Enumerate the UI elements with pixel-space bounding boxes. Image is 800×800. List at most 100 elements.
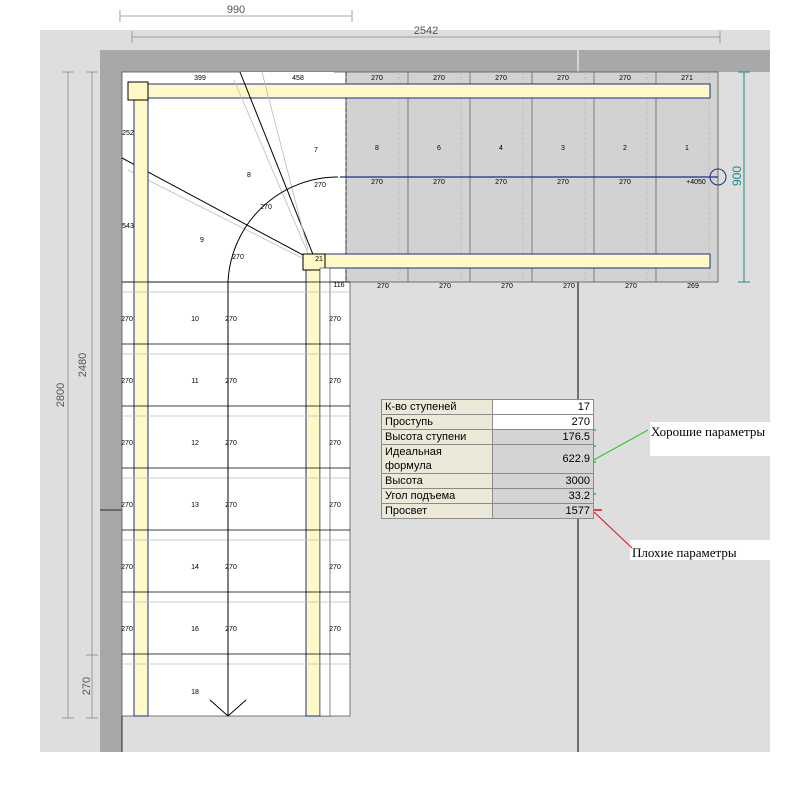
svg-text:270: 270: [225, 440, 237, 447]
param-label: Высота: [381, 473, 493, 489]
table-row: Проступь 270: [381, 414, 594, 430]
svg-text:270: 270: [121, 564, 133, 571]
svg-text:270: 270: [329, 564, 341, 571]
mid-extra-label: +4050: [686, 179, 706, 186]
param-value: 33.2: [492, 488, 594, 504]
svg-text:270: 270: [225, 316, 237, 323]
step-number: 7: [314, 147, 318, 154]
parameters-table: К-во ступеней 17 Проступь 270 Высота сту…: [381, 399, 594, 519]
winder-lines: [121, 71, 317, 263]
step-number: 13: [191, 502, 199, 509]
param-label: Проступь: [381, 414, 493, 430]
svg-text:270: 270: [329, 316, 341, 323]
top-stringer-upper: [147, 83, 711, 99]
table-row: Идеальная формула 622.9: [381, 444, 594, 474]
table-row: К-во ступеней 17: [381, 399, 594, 415]
lower-flight-labels: 10 11 12 13 14 16 18 270 270 270 270 270…: [121, 316, 341, 696]
param-label: Угол подъема: [381, 488, 493, 504]
table-row: Высота 3000: [381, 473, 594, 489]
step-number: 6: [437, 145, 441, 152]
svg-text:399: 399: [194, 75, 206, 82]
winder-area: [121, 71, 347, 283]
svg-text:270: 270: [314, 182, 326, 189]
step-number: 16: [191, 626, 199, 633]
start-marker: [709, 168, 727, 186]
table-row: Высота ступени 176.5: [381, 429, 594, 445]
tread-width-label: 270: [433, 179, 445, 186]
bad-params-note: Плохие параметры: [632, 545, 737, 560]
svg-text:270: 270: [329, 626, 341, 633]
tread-width-label: 270: [563, 283, 575, 290]
tread-width-label: 270: [371, 179, 383, 186]
table-row: Просвет 1577: [381, 503, 594, 519]
corner-post: [127, 81, 149, 101]
step-number: 18: [191, 689, 199, 696]
tread-width-label: 270: [501, 283, 513, 290]
step-number: 2: [623, 145, 627, 152]
dim-top-long: 2542: [414, 25, 438, 37]
param-value: 176.5: [492, 429, 594, 445]
step-number: 11: [191, 378, 198, 385]
svg-text:252: 252: [122, 130, 134, 137]
svg-text:270: 270: [225, 564, 237, 571]
tread-width-label: 270: [495, 75, 507, 82]
param-value: 1577: [492, 503, 594, 519]
svg-text:116: 116: [333, 282, 344, 289]
svg-text:270: 270: [121, 626, 133, 633]
tread-width-label: 270: [625, 283, 637, 290]
tread-width-label: 270: [619, 179, 631, 186]
param-value[interactable]: 17: [492, 399, 594, 415]
param-label: Идеальная формула: [381, 444, 493, 474]
step-number: 10: [191, 316, 199, 323]
step-number: 9: [200, 237, 204, 244]
svg-text:270: 270: [232, 254, 244, 261]
svg-text:270: 270: [225, 378, 237, 385]
tread-width-label: 269: [687, 283, 699, 290]
dim-left-inner: 2480: [77, 353, 89, 377]
left-stringer: [133, 97, 149, 717]
tread-width-label: 270: [557, 75, 569, 82]
dim-left-total: 2800: [55, 383, 67, 407]
svg-text:270: 270: [121, 440, 133, 447]
svg-text:270: 270: [121, 316, 133, 323]
svg-text:270: 270: [121, 502, 133, 509]
left-wall: [100, 50, 122, 752]
param-label: К-во ступеней: [381, 399, 493, 415]
tread-width-label: 270: [495, 179, 507, 186]
top-wall: [100, 50, 770, 72]
right-stringer: [305, 267, 321, 717]
step-number: 3: [561, 145, 565, 152]
tread-width-label: 270: [619, 75, 631, 82]
top-stringer-lower: [321, 253, 711, 269]
param-value[interactable]: 270: [492, 414, 594, 430]
tread-width-label: 270: [557, 179, 569, 186]
walking-arc: [227, 176, 339, 283]
good-params-note: Хорошие параметры: [651, 424, 765, 439]
param-label: Высота ступени: [381, 429, 493, 445]
svg-text:270: 270: [329, 502, 341, 509]
svg-text:270: 270: [121, 378, 133, 385]
tread-width-label: 270: [371, 75, 383, 82]
tread-width-label: 271: [681, 75, 693, 82]
svg-text:458: 458: [292, 75, 304, 82]
svg-text:21: 21: [315, 256, 323, 263]
step-number: 1: [685, 145, 689, 152]
step-number: 8: [375, 145, 379, 152]
svg-text:543: 543: [122, 223, 134, 230]
param-value: 3000: [492, 473, 594, 489]
step-number: 4: [499, 145, 503, 152]
step-number: 8: [247, 172, 251, 179]
param-label: Просвет: [381, 503, 493, 519]
newel-post: [302, 253, 326, 271]
param-value: 622.9: [492, 444, 594, 474]
dim-top-short: 990: [227, 4, 245, 16]
winder-labels: 399 458 7 8 9 270 270 270 21 116 252 543: [122, 75, 345, 289]
step-number: 14: [191, 564, 199, 571]
direction-arrow: [209, 699, 247, 717]
step-number: 12: [191, 440, 199, 447]
svg-text:270: 270: [225, 502, 237, 509]
svg-text:270: 270: [329, 378, 341, 385]
dim-left-bottom: 270: [81, 677, 93, 695]
top-flight-labels: 270 270 270 270 270 271 8 6 4 3 2 1 270 …: [371, 75, 706, 290]
